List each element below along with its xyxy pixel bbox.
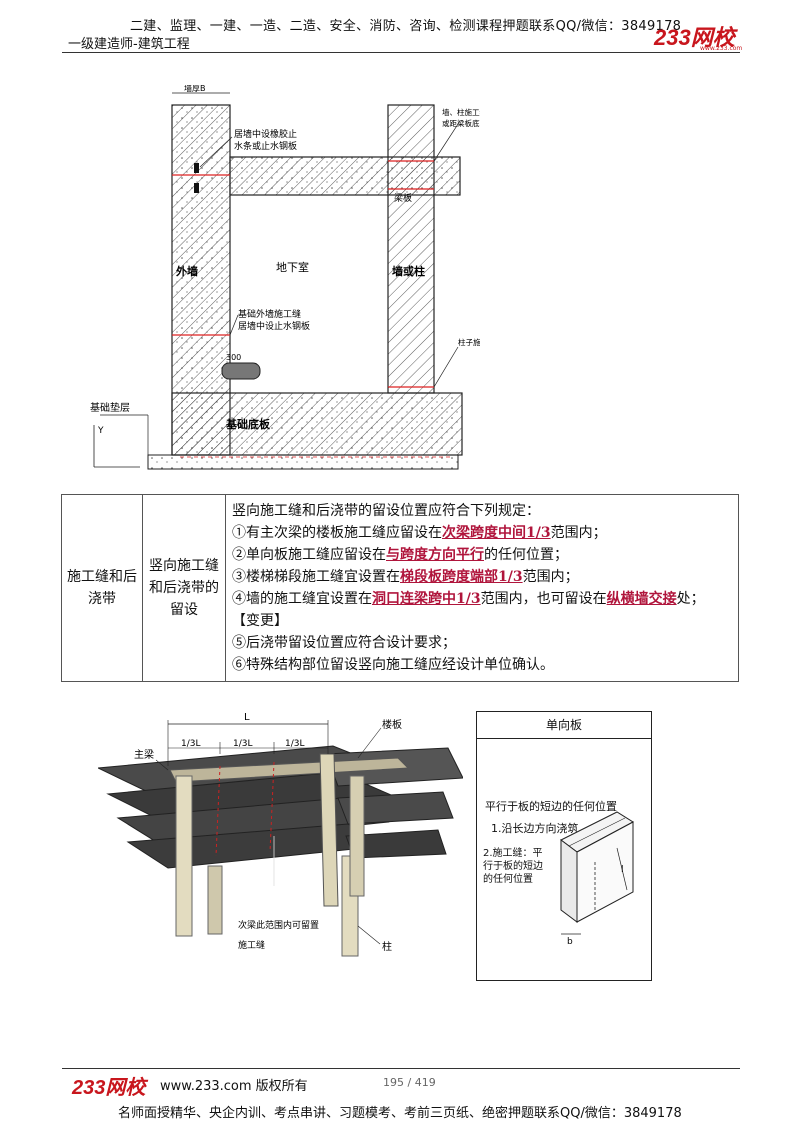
one-way-slab-diagram: 单向板 平行于板的短边的任何位置 1.沿长边方向浇筑 b l 2.施工缝：平行于… [476, 711, 652, 981]
table-row: 施工缝和后浇带 竖向施工缝和后浇带的留设 竖向施工缝和后浇带的留设位置应符合下列… [61, 494, 739, 682]
label-stop-water-top: 居墙中设橡胶止 [234, 128, 297, 140]
label-dim-b: b [567, 937, 573, 947]
column-left [175, 775, 193, 937]
spec-table: 施工缝和后浇带 竖向施工缝和后浇带的留设 竖向施工缝和后浇带的留设位置应符合下列… [61, 494, 739, 682]
label-base-slab: 基础底板 [225, 417, 271, 431]
label-cushion: 基础垫层 [90, 401, 130, 414]
label-wall-column-joint1: 墙、柱施工缝0~100mm [442, 107, 480, 117]
label-basement: 地下室 [276, 260, 309, 274]
label-span: L [244, 712, 250, 723]
label-wall-or-column: 墙或柱 [392, 264, 425, 278]
rule-item-4: ④墙的施工缝宜设置在洞口连梁跨中1/3范围内，也可留设在纵横墙交接处； [232, 591, 705, 607]
figure3-text-3: 2.施工缝：平行于板的短边的任何位置 [483, 847, 549, 886]
cushion-layer [147, 454, 459, 470]
rule-item-5: ⑤后浇带留设位置应符合设计要求； [232, 635, 456, 651]
brand-logo-url: www.233.com [700, 45, 743, 52]
label-third-2: 1/3L [233, 739, 253, 749]
change-tag: 【变更】 [232, 613, 288, 629]
label-column-joint: 柱子施工缝0~100mm [458, 337, 480, 347]
label-stop-water-top2: 水条或止水钢板 [234, 140, 297, 152]
label-dim300: 300 [226, 353, 241, 362]
basement-section-diagram: 墙厚B 居墙中设橡胶止 水条或止水钢板 墙、柱施工缝0~100mm 或距梁板底面… [80, 83, 535, 480]
page-number: 195 / 419 [383, 1076, 436, 1089]
label-third-1: 1/3L [181, 739, 201, 749]
label-base-joint1: 基础外墙施工缝 [238, 308, 301, 320]
figure3-title: 单向板 [477, 712, 651, 739]
rule-item-3: ③楼梯梯段施工缝宜设置在梯段板跨度端部1/3范围内； [232, 569, 579, 585]
footer-copyright: www.233.com 版权所有 [160, 1079, 308, 1094]
label-dim-l: l [621, 865, 624, 875]
content-cell: 竖向施工缝和后浇带的留设位置应符合下列规定： ①有主次梁的楼板施工缝应留设在次梁… [225, 494, 739, 682]
rule-item-1: ①有主次梁的楼板施工缝应留设在次梁跨度中间1/3范围内； [232, 525, 607, 541]
label-beam-slab: 梁板 [394, 192, 412, 204]
rule-item-2: ②单向板施工缝应留设在与跨度方向平行的任何位置； [232, 547, 568, 563]
label-note-2: 施工缝 [238, 939, 265, 951]
label-outer-wall: 外墙 [175, 264, 198, 278]
brand-logo: 233网校 [654, 25, 735, 50]
label-base-joint2: 居墙中设止水钢板 [238, 320, 310, 332]
label-wall-column-joint2: 或距梁板底面0~50mm [442, 118, 480, 128]
label-main-beam: 主梁 [134, 748, 154, 761]
column-mid [207, 865, 223, 935]
header-divider [62, 52, 740, 53]
label-note-1: 次梁此范围内可留置 [238, 919, 319, 931]
figure3-text-1: 平行于板的短边的任何位置 [485, 800, 617, 813]
header-subject: 一级建造师-建筑工程 [68, 37, 190, 52]
category-cell: 施工缝和后浇带 [61, 494, 143, 682]
intro-text: 竖向施工缝和后浇带的留设位置应符合下列规定： [232, 503, 540, 519]
label-wall-thickness: 墙厚B [184, 85, 206, 93]
footer-contact-line: 名师面授精华、央企内训、考点串讲、习题模考、考前三页纸、绝密押题联系QQ/微信：… [118, 1106, 682, 1121]
label-third-3: 1/3L [285, 739, 305, 749]
label-column: 柱 [382, 940, 392, 953]
figure3-text-2: 1.沿长边方向浇筑 [491, 822, 579, 835]
rule-item-6: ⑥特殊结构部位留设竖向施工缝应经设计单位确认。 [232, 657, 554, 673]
header-contact-line: 二建、监理、一建、一造、二造、安全、消防、咨询、检测课程押题联系QQ/微信：38… [130, 19, 682, 34]
subcategory-cell: 竖向施工缝和后浇带的留设 [142, 494, 226, 682]
label-floor-slab: 楼板 [382, 718, 402, 731]
label-axis-y: Y [97, 426, 104, 436]
footer-divider [62, 1068, 740, 1069]
beam-slab-diagram: L 1/3L 1/3L 1/3L 主梁 楼板 次梁此范围内可留置 施工缝 柱 [96, 706, 464, 966]
footer-logo: 233网校 [72, 1077, 146, 1099]
wall-or-column [387, 104, 435, 394]
